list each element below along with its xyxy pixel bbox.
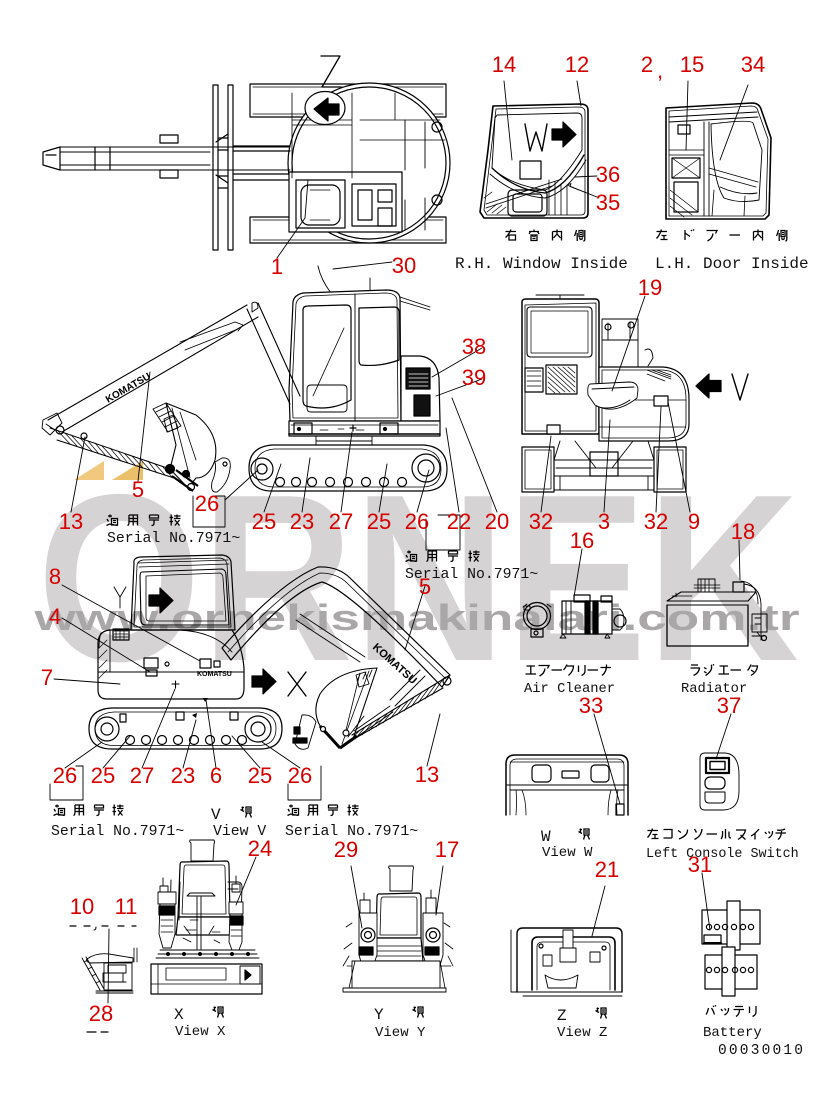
svg-text:34: 34 [741, 52, 765, 77]
svg-text:38: 38 [462, 334, 486, 359]
svg-text:View Z: View Z [557, 1025, 607, 1041]
svg-text:18: 18 [731, 519, 755, 544]
svg-text:5: 5 [132, 477, 144, 502]
svg-text:39: 39 [462, 365, 486, 390]
svg-text:25: 25 [248, 763, 272, 788]
svg-text:25: 25 [252, 509, 276, 534]
svg-text:L.H. Door Inside: L.H. Door Inside [655, 255, 809, 273]
svg-text:X: X [174, 1006, 184, 1024]
svg-text:32: 32 [644, 509, 668, 534]
svg-text:Serial No.7971~: Serial No.7971~ [51, 824, 184, 840]
svg-text:30: 30 [392, 253, 416, 278]
svg-text:7: 7 [41, 665, 53, 690]
svg-text:5: 5 [419, 574, 431, 599]
svg-text:2: 2 [641, 52, 653, 77]
svg-text:27: 27 [130, 763, 154, 788]
svg-text:16: 16 [570, 528, 594, 553]
svg-text:,: , [657, 58, 663, 83]
svg-text:26: 26 [53, 763, 77, 788]
svg-text:6: 6 [210, 763, 222, 788]
svg-text:32: 32 [529, 509, 553, 534]
svg-text:22: 22 [447, 509, 471, 534]
svg-text:20: 20 [485, 509, 509, 534]
svg-text:29: 29 [334, 837, 358, 862]
svg-text:13: 13 [415, 762, 439, 787]
svg-text:Serial No.7971~: Serial No.7971~ [405, 567, 538, 583]
svg-text:8: 8 [49, 564, 61, 589]
svg-text:Y: Y [374, 1006, 384, 1024]
svg-text:15: 15 [680, 52, 704, 77]
svg-text:View W: View W [542, 845, 593, 861]
svg-text:3: 3 [598, 509, 610, 534]
svg-text:12: 12 [565, 52, 589, 77]
svg-text:26: 26 [195, 491, 219, 516]
svg-text:35: 35 [596, 190, 620, 215]
svg-text:W: W [541, 828, 551, 846]
svg-text:View Y: View Y [375, 1025, 426, 1041]
svg-text:21: 21 [595, 857, 619, 882]
svg-text:26: 26 [405, 509, 429, 534]
svg-text:R.H. Window Inside: R.H. Window Inside [455, 255, 628, 273]
svg-text:4: 4 [49, 604, 61, 629]
svg-text:36: 36 [596, 162, 620, 187]
svg-text:1: 1 [271, 254, 283, 279]
svg-text:Air Cleaner: Air Cleaner [524, 681, 615, 697]
svg-text:V: V [211, 806, 221, 824]
svg-text:00030010: 00030010 [718, 1043, 805, 1059]
svg-text:17: 17 [435, 837, 459, 862]
svg-text:23: 23 [171, 763, 195, 788]
svg-text:Battery: Battery [703, 1025, 762, 1041]
svg-text:28: 28 [89, 1001, 113, 1026]
svg-text:10: 10 [70, 894, 94, 919]
svg-text:9: 9 [688, 509, 700, 534]
svg-text:14: 14 [492, 52, 516, 77]
svg-text:25: 25 [91, 763, 115, 788]
svg-text:11: 11 [115, 894, 138, 919]
svg-text:Serial No.7971~: Serial No.7971~ [107, 531, 240, 547]
svg-text:ORNEK: ORNEK [37, 446, 799, 711]
svg-text:25: 25 [367, 509, 391, 534]
svg-text:Radiator: Radiator [681, 681, 747, 697]
svg-text:31: 31 [688, 852, 712, 877]
svg-text:37: 37 [717, 693, 741, 718]
svg-text:24: 24 [248, 836, 272, 861]
svg-text:33: 33 [579, 693, 603, 718]
svg-text:KOMATSU: KOMATSU [197, 671, 232, 678]
svg-text:27: 27 [329, 509, 353, 534]
svg-text:Serial No.7971~: Serial No.7971~ [285, 824, 418, 840]
svg-text:Z: Z [557, 1007, 567, 1025]
svg-text:19: 19 [638, 275, 662, 300]
svg-text:26: 26 [288, 763, 312, 788]
svg-text:13: 13 [59, 509, 83, 534]
svg-text:23: 23 [290, 509, 314, 534]
svg-text:Left Console Switch: Left Console Switch [646, 847, 799, 862]
svg-text:View V: View V [213, 824, 266, 840]
svg-text:View X: View X [175, 1024, 226, 1040]
